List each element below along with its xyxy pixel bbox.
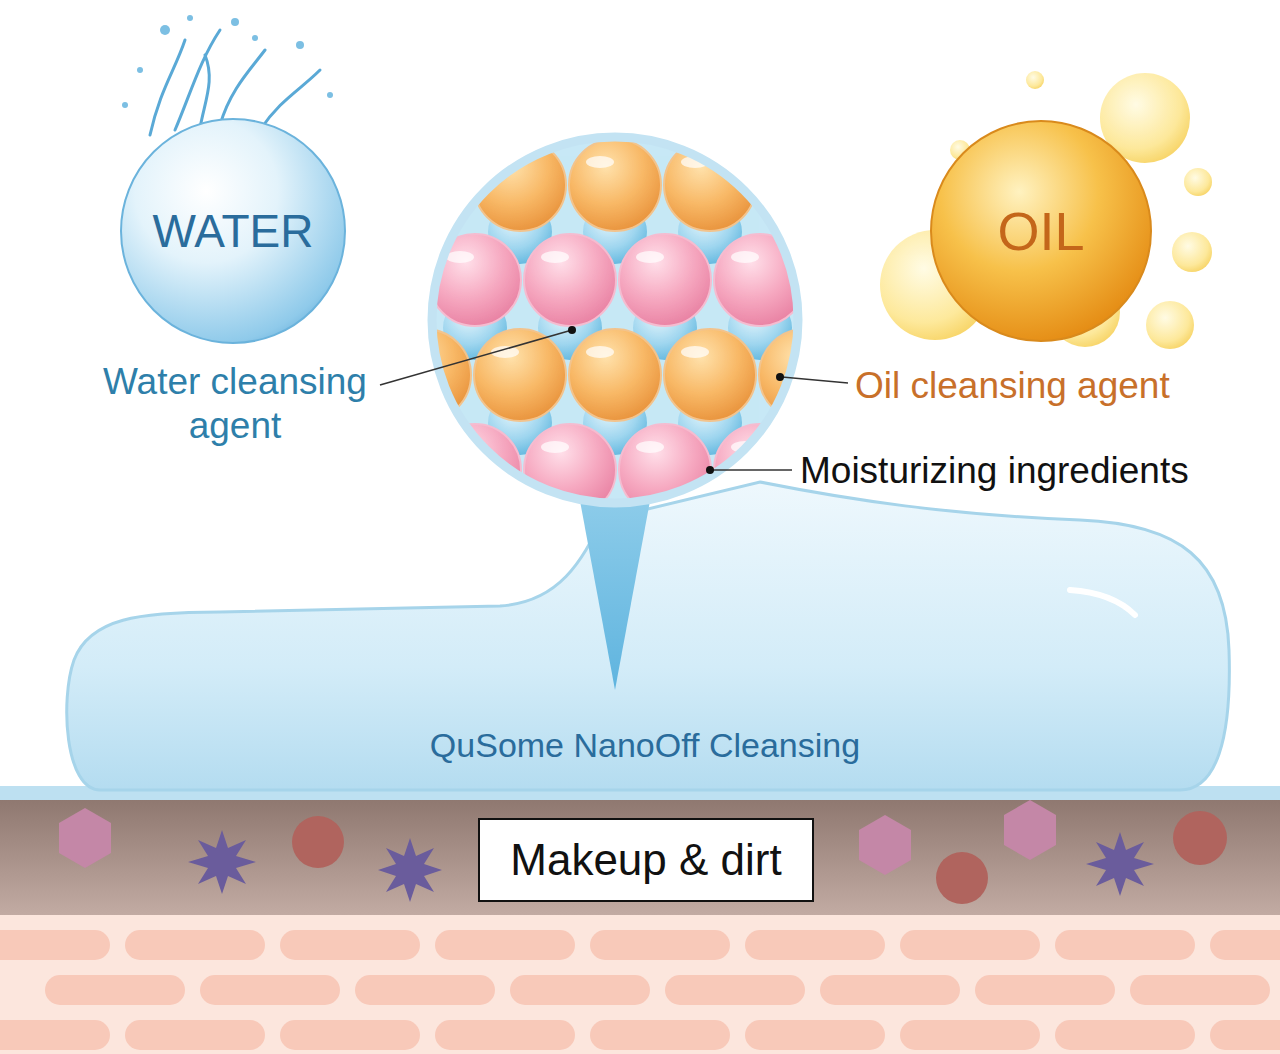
blob-highlight (1070, 590, 1135, 615)
oil-bubbles (880, 71, 1212, 349)
leader-lines (380, 326, 848, 474)
node-text: OIL (997, 200, 1084, 262)
node-text: Makeup & dirt (510, 835, 781, 886)
node-text: QuSome NanoOff Cleansing (430, 726, 860, 765)
callout-label: Water cleansing agent (70, 360, 400, 449)
oil-sphere: OIL (930, 120, 1152, 342)
magnifier-ring (432, 137, 798, 503)
node-text: WATER (153, 205, 314, 258)
magnified-particles (379, 138, 851, 516)
callout-label: Oil cleansing agent (855, 364, 1170, 408)
cleansing-blob (67, 482, 1230, 790)
dirt-dots (292, 811, 1227, 904)
water-droplets (122, 15, 333, 108)
skin-cells (0, 930, 1280, 1050)
magnifier-pointer (578, 490, 652, 690)
skin-lower (0, 915, 1280, 1054)
dirt-layer (0, 800, 1280, 915)
water-sphere: WATER (120, 118, 346, 344)
makeup-box: Makeup & dirt (478, 818, 814, 902)
callout-label: Moisturizing ingredients (800, 449, 1189, 493)
cleansing-blob-label: QuSome NanoOff Cleansing (300, 718, 990, 774)
